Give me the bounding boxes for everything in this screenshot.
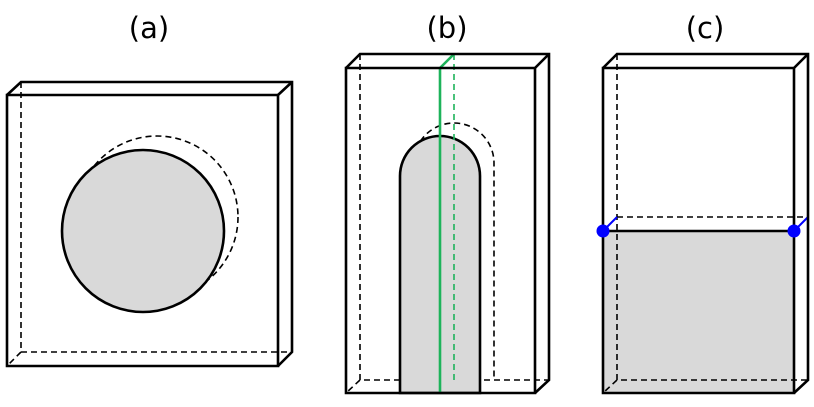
panel-c-lower-region — [603, 231, 794, 393]
panel-b-hidden-edges — [345, 54, 549, 394]
panel-b-cut-plane-front — [438, 53, 455, 393]
panel-b-label: (b) — [426, 11, 467, 45]
panel-a-hidden-edges — [6, 82, 292, 367]
panel-c-hidden-edges — [602, 54, 808, 394]
panel-c-label: (c) — [686, 11, 725, 45]
panel-b: (b) — [344, 11, 551, 395]
panel-a: (a) — [5, 11, 294, 368]
panel-c-top-right-edges — [602, 52, 810, 394]
panel-c: (c) — [596, 11, 810, 395]
panel-c-right-point — [787, 224, 801, 238]
panel-a-label: (a) — [129, 11, 169, 45]
panel-c-left-point — [596, 224, 610, 238]
panel-c-interface-edges — [602, 216, 809, 232]
panel-b-top-right-edges — [345, 52, 551, 394]
panel-a-front-disk — [60, 148, 226, 314]
panel-a-top-right-edges — [6, 80, 294, 367]
